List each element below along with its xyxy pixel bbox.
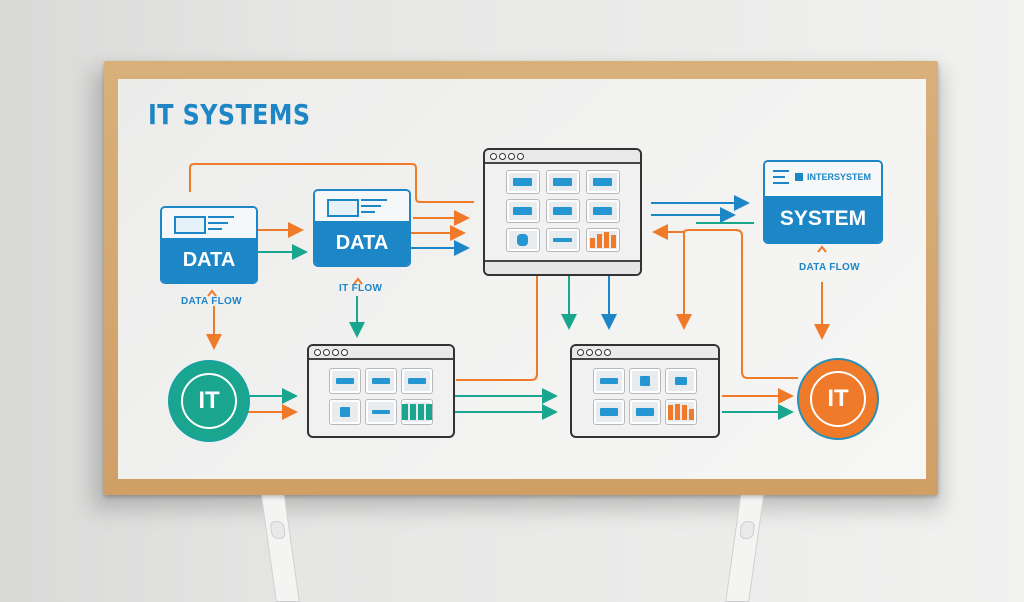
widget-tile[interactable] [545,199,580,223]
dashboard-window-bottom-left[interactable] [307,344,455,438]
window-titlebar [485,150,640,164]
data-card-1-caption: DATA FLOW [181,296,242,307]
connector-layer [189,163,830,420]
widget-tile[interactable] [629,368,661,394]
bar-chart-tile[interactable] [401,399,433,425]
menu-lines-icon [773,170,789,188]
caret-icon [207,289,217,297]
widget-tile[interactable] [585,199,620,223]
widget-tile[interactable] [329,399,361,425]
it-circle-left[interactable]: IT [168,360,250,442]
widget-tile[interactable] [401,368,433,394]
dashboard-window-bottom-right[interactable] [570,344,720,438]
text-lines-icon [208,216,234,234]
orange-loop-top [189,163,474,203]
robot-tile[interactable] [505,228,540,252]
network-tile[interactable] [545,228,580,252]
widget-tile[interactable] [593,399,625,425]
widget-tile[interactable] [505,199,540,223]
it-circle-right-label: IT [810,371,866,427]
square-icon [795,173,803,181]
diagram-title: IT SYSTEMS [148,98,311,131]
bar-chart-tile[interactable] [665,399,697,425]
window-titlebar [572,346,718,360]
widget-tile[interactable] [665,368,697,394]
bar-chart-tile[interactable] [585,228,620,252]
text-lines-icon [361,199,387,217]
widget-tile[interactable] [329,368,361,394]
orange-return-right [683,229,798,379]
screen-icon [327,199,359,217]
data-card-2-label: DATA [315,221,409,265]
widget-tile[interactable] [505,170,540,194]
bar-chart-icon [668,403,694,421]
data-card-1-label: DATA [162,238,256,282]
it-circle-right[interactable]: IT [797,358,879,440]
widget-tile[interactable] [365,399,397,425]
bar-chart-icon [589,232,616,248]
widget-tile[interactable] [365,368,397,394]
bar-chart-icon [402,403,432,421]
data-card-2-caption: IT FLOW [339,283,383,294]
caret-icon [353,277,363,285]
window-titlebar [309,346,453,360]
widget-tile[interactable] [629,399,661,425]
widget-tile[interactable] [593,368,625,394]
screen-icon [174,216,206,234]
dashboard-window-top[interactable] [483,148,642,276]
orange-window-top-to-bottom-left [456,276,538,381]
data-card-1[interactable]: DATA [160,206,258,284]
caret-icon [817,245,827,253]
widget-tile[interactable] [585,170,620,194]
it-circle-left-label: IT [181,373,237,429]
system-card-caption: DATA FLOW [799,262,860,273]
data-card-2[interactable]: DATA [313,189,411,267]
widget-tile[interactable] [545,170,580,194]
system-card-label: SYSTEM [765,196,881,242]
system-card[interactable]: INTERSYSTEM SYSTEM [763,160,883,244]
system-card-header: INTERSYSTEM [807,172,872,182]
